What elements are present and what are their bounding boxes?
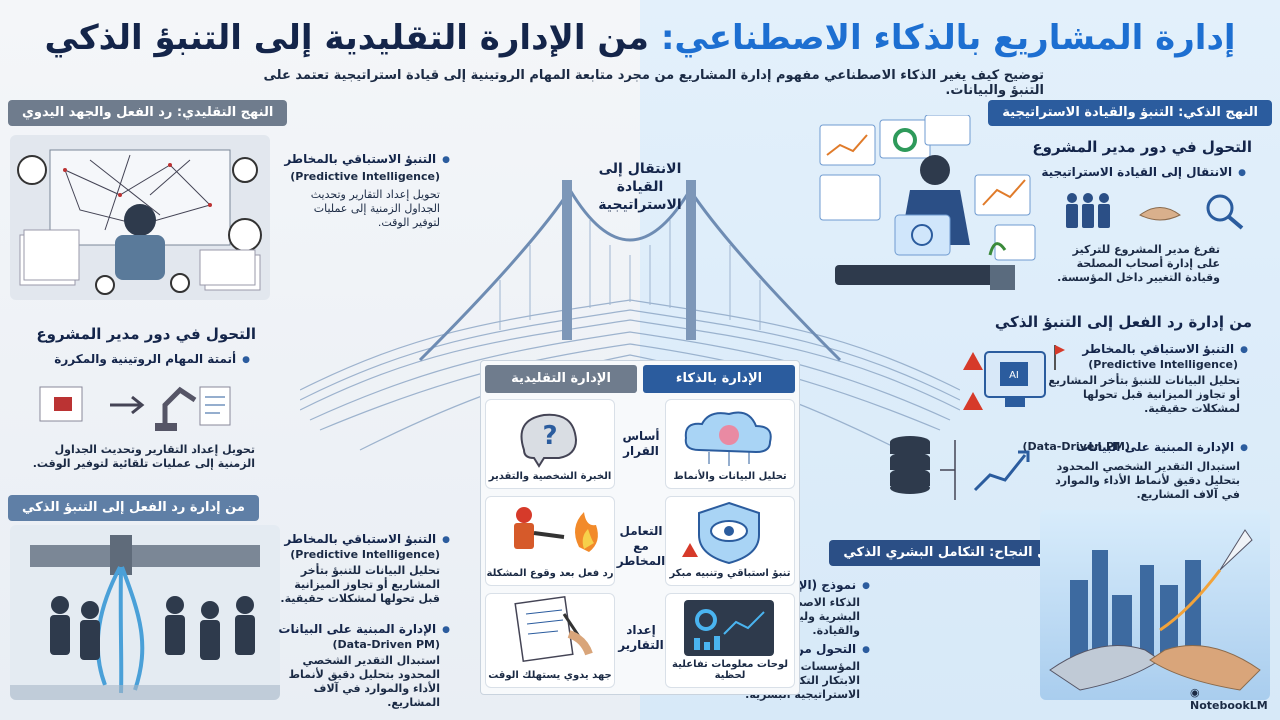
keyboard: [835, 265, 1005, 285]
logo-text: NotebookLM: [1190, 699, 1268, 712]
clock-icon: [17, 155, 47, 185]
human-ai-handshake-illustration: [1040, 510, 1270, 700]
notebooklm-logo: ◉ NotebookLM: [1190, 686, 1280, 712]
warning-icon: [963, 352, 983, 370]
left-b1-text: تحليل البيانات للتنبؤ بتأخر المشاريع أو …: [280, 564, 440, 605]
pipe: [30, 545, 260, 567]
firefighter-icon: [514, 507, 598, 552]
left-b2-title: الإدارة المبنية على البيانات: [278, 622, 450, 636]
left-b1-title: التنبؤ الاستباقي بالمخاطر: [284, 532, 450, 546]
bridge-tower-right: [686, 180, 696, 340]
handshake-icon: [1139, 207, 1181, 221]
right-b1-en: (Predictive Intelligence): [1088, 358, 1238, 371]
left-role-text: تحويل إعداد التقارير وتحديث الجداول الزم…: [32, 443, 255, 470]
cell-trad-decision-caption: الخبرة الشخصية والتقدير: [488, 471, 612, 482]
leadership-illustration: [1060, 190, 1250, 232]
arrow-right-icon: [110, 395, 145, 415]
robot-arm-icon: [162, 386, 197, 425]
left-top-bullet-title: التنبؤ الاستباقي بالمخاطر: [284, 152, 450, 166]
cell-ai-reports: لوحات معلومات تفاعلية لحظية: [665, 593, 795, 688]
leaking-pipe-illustration: [10, 525, 280, 700]
bridge-label: الانتقال إلى القيادة الاستراتيجية: [598, 161, 682, 213]
ai-manager-illustration: [815, 115, 1040, 300]
left-header: النهج التقليدي: رد الفعل والجهد اليدوي: [8, 100, 288, 126]
right-b2-title: الإدارة المبنية على البيانات: [1076, 440, 1248, 454]
right-b1-title: التنبؤ الاستباقي بالمخاطر: [1082, 342, 1248, 356]
page-title: إدارة المشاريع بالذكاء الاصطناعي: من الإ…: [0, 18, 1280, 58]
brain-icon: [911, 224, 933, 246]
human-hand: [1149, 645, 1261, 691]
left-b1-en: (Predictive Intelligence): [290, 548, 440, 561]
left-top-bullet-en: (Predictive Intelligence): [290, 170, 440, 183]
robot-hand: [1049, 645, 1161, 691]
automation-illustration: [30, 375, 240, 435]
svg-text:?: ?: [542, 421, 557, 451]
right-section2-title: من إدارة رد الفعل إلى التنبؤ الذكي: [994, 313, 1252, 331]
row-label-reports: إعداد التقارير: [618, 623, 664, 652]
left-b2-en: (Data-Driven PM): [332, 638, 440, 651]
traditional-office-illustration: [10, 135, 270, 300]
logo-icon: ◉: [1190, 686, 1200, 699]
row-label-decision: أساس القرار: [622, 429, 660, 458]
cell-ai-reports-caption: لوحات معلومات تفاعلية لحظية: [672, 659, 788, 681]
left-role-bullet: أتمتة المهام الروتينية والمكررة: [54, 352, 250, 366]
right-role-text: تفرغ مدير المشروع للتركيز على إدارة أصحا…: [1057, 243, 1220, 284]
cell-ai-decision: تحليل البيانات والأنماط: [665, 399, 795, 489]
rocket-icon: [1219, 529, 1253, 571]
bridge-tower-left: [562, 180, 572, 340]
page-subtitle: توضيح كيف يغير الذكاء الاصطناعي مفهوم إد…: [263, 68, 1044, 98]
cell-trad-decision: ? الخبرة الشخصية والتقدير: [485, 399, 615, 489]
right-header: النهج الذكي: التنبؤ والقيادة الاستراتيجي…: [988, 100, 1272, 126]
right-role-bullet: الانتقال إلى القيادة الاستراتيجية: [1041, 165, 1246, 179]
cell-ai-risk-caption: تنبؤ استباقي وتنبيه مبكر: [669, 568, 791, 579]
eye-shield-icon: [682, 501, 760, 565]
cell-trad-reports-caption: جهد يدوي يستهلك الوقت: [488, 670, 612, 681]
svg-text:AI: AI: [1009, 370, 1019, 381]
thinking-brain-icon: ?: [520, 413, 578, 468]
stamp-icon: [54, 397, 72, 411]
cell-trad-reports: جهد يدوي يستهلك الوقت: [485, 593, 615, 688]
cell-trad-risk-caption: رد فعل بعد وقوع المشكلة: [486, 568, 614, 579]
manual-writing-icon: [514, 595, 593, 663]
left-section2-header: من إدارة رد الفعل إلى التنبؤ الذكي: [8, 495, 259, 521]
water-splash: [95, 566, 145, 694]
cloud-brain-icon: [684, 411, 772, 466]
ai-risk-illustration: AI: [955, 340, 1065, 420]
trend-up-icon: [973, 454, 1027, 492]
dashboard-icon: [684, 600, 774, 656]
cell-trad-risk: رد فعل بعد وقوع المشكلة: [485, 496, 615, 586]
left-top-bullet-text: تحويل إعداد التقارير وتحديث الجداول الزم…: [310, 188, 440, 229]
title-part2: من الإدارة التقليدية إلى التنبؤ الذكي: [44, 18, 649, 58]
database-chart-illustration: [880, 430, 1040, 505]
left-role-title: التحول في دور مدير المشروع: [36, 325, 256, 343]
table-col-traditional: الإدارة التقليدية: [485, 365, 637, 393]
plant-icon: [988, 242, 1007, 256]
comparison-table: الإدارة بالذكاء الاصطناعي الإدارة التقلي…: [480, 360, 800, 695]
cell-ai-decision-caption: تحليل البيانات والأنماط: [673, 471, 787, 482]
flag-icon: [1055, 345, 1065, 355]
magnifier-icon: [1206, 194, 1234, 222]
warning-icon-2: [963, 392, 983, 410]
table-col-ai: الإدارة بالذكاء الاصطناعي: [643, 365, 795, 414]
row-label-risk: التعامل مع المخاطر: [616, 524, 666, 568]
right-b1-text: تحليل البيانات للتنبؤ بتأخر المشاريع أو …: [1048, 374, 1240, 415]
title-part1: إدارة المشاريع بالذكاء الاصطناعي:: [660, 18, 1236, 58]
cell-ai-risk: تنبؤ استباقي وتنبيه مبكر: [665, 496, 795, 586]
right-b2-text: استبدال التقدير الشخصي المحدود بتحليل دق…: [1055, 460, 1240, 501]
left-b2-text: استبدال التقدير الشخصي المحدود بتحليل دق…: [288, 654, 440, 709]
right-role-title: التحول في دور مدير المشروع: [1032, 138, 1252, 156]
right-b2-en: (Data-Driven PM): [1022, 440, 1130, 453]
